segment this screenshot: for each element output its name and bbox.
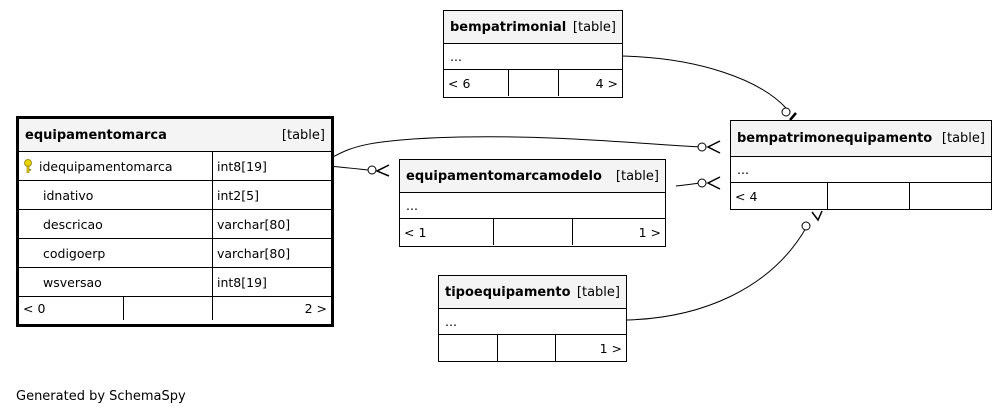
table-header: tipoequipamento [table] <box>439 276 626 309</box>
column-row[interactable]: idnativo int2[5] <box>19 181 331 210</box>
crow-foot <box>375 164 390 177</box>
column-row[interactable]: idequipamentomarca int8[19] <box>19 152 331 181</box>
table-name: bempatrimonial <box>450 19 567 35</box>
table-type: [table] <box>281 127 325 143</box>
column-type: varchar[80] <box>217 245 291 261</box>
column-type: int8[19] <box>217 274 267 290</box>
table-header: equipamentomarca [table] <box>19 119 331 152</box>
table-type: [table] <box>572 19 616 35</box>
table-footer: < 4 <box>731 183 991 209</box>
table-header: bempatrimonequipamento [table] <box>731 121 991 157</box>
column-ellipsis-row: ... <box>400 193 665 219</box>
crow-foot <box>706 176 721 190</box>
parents-count: < 0 <box>23 301 46 316</box>
rel-end-circle <box>697 178 707 188</box>
column-ellipsis-row: ... <box>444 44 622 70</box>
table-type: [table] <box>941 131 985 146</box>
ellipsis: ... <box>406 198 418 213</box>
column-name: idnativo <box>43 187 94 203</box>
column-type: int2[5] <box>217 187 259 203</box>
column-name: idequipamentomarca <box>39 158 173 174</box>
children-count: 1 > <box>638 224 661 240</box>
rel-tipo-bempatrimonequipamento <box>626 227 807 321</box>
table-name: equipamentomarca <box>25 127 167 143</box>
table-name: equipamentomarcamodelo <box>406 168 602 184</box>
children-count: 1 > <box>599 340 622 356</box>
column-type: int8[19] <box>217 158 267 174</box>
rel-end-circle <box>781 107 791 117</box>
table-type: [table] <box>576 284 620 300</box>
table-name: bempatrimonequipamento <box>737 131 933 146</box>
column-name: wsversao <box>43 274 102 290</box>
primary-key-icon <box>24 159 32 173</box>
parents-count: < 6 <box>448 75 471 91</box>
ellipsis: ... <box>450 49 462 64</box>
column-row[interactable]: descricao varchar[80] <box>19 210 331 239</box>
children-count: 4 > <box>595 75 618 91</box>
ellipsis: ... <box>737 162 749 177</box>
table-equipamentomarca[interactable]: equipamentomarca [table] idequipamentoma… <box>16 116 334 327</box>
column-row[interactable]: codigoerp varchar[80] <box>19 239 331 268</box>
rel-marca-bempatrimonequipamento <box>314 136 703 166</box>
column-row[interactable]: wsversao int8[19] <box>19 268 331 297</box>
column-name: codigoerp <box>43 245 106 261</box>
generated-by-text: Generated by SchemaSpy <box>16 389 186 404</box>
table-tipoequipamento[interactable]: tipoequipamento [table] ... 1 > <box>438 275 627 362</box>
rel-end-circle <box>367 165 377 175</box>
column-name: descricao <box>43 216 103 232</box>
table-equipamentomarcamodelo[interactable]: equipamentomarcamodelo [table] ... < 1 1… <box>399 159 666 247</box>
table-name: tipoequipamento <box>445 284 571 300</box>
column-ellipsis-row: ... <box>731 157 991 183</box>
crow-foot <box>706 140 721 154</box>
table-header: equipamentomarcamodelo [table] <box>400 160 665 193</box>
table-header: bempatrimonial [table] <box>444 11 622 44</box>
rel-end-circle <box>697 142 707 152</box>
parents-count: < 1 <box>404 224 427 240</box>
table-type: [table] <box>615 168 659 184</box>
column-ellipsis-row: ... <box>439 309 626 335</box>
table-footer: < 1 1 > <box>400 219 665 245</box>
table-footer: < 6 4 > <box>444 70 622 96</box>
column-type: varchar[80] <box>217 216 291 232</box>
one-marker <box>789 112 797 121</box>
table-bempatrimonial[interactable]: bempatrimonial [table] ... < 6 4 > <box>443 10 623 98</box>
table-footer: 1 > <box>439 335 626 361</box>
rel-end-circle <box>801 221 811 231</box>
children-count: 2 > <box>304 301 327 316</box>
parents-count: < 4 <box>735 188 758 204</box>
crow-foot <box>811 210 823 222</box>
table-footer: < 0 2 > <box>19 297 331 320</box>
table-bempatrimonequipamento[interactable]: bempatrimonequipamento [table] ... < 4 <box>730 120 992 210</box>
rel-bempatrimonial-bempatrimonequipamento <box>621 55 787 109</box>
ellipsis: ... <box>445 314 457 329</box>
rel-modelo-bempatrimonequipamento <box>675 182 701 187</box>
